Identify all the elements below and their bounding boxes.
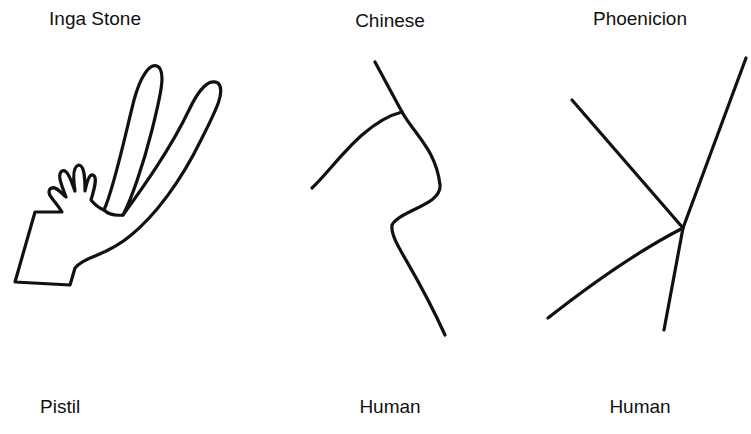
symbol-label: Inga Stone xyxy=(49,8,141,31)
chinese-human-symbol-arm xyxy=(312,112,402,188)
phoenician-human-symbol xyxy=(548,228,683,318)
inga-stone-inner-loop xyxy=(104,210,123,215)
chinese-human-symbol xyxy=(375,62,445,335)
symbol-label: Human xyxy=(609,396,670,419)
inga-stone-pistil-figure xyxy=(15,66,221,285)
phoenician-human-symbol xyxy=(572,100,683,228)
symbol-label: Pistil xyxy=(40,396,80,419)
symbol-label: Chinese xyxy=(355,10,425,33)
symbol-label: Human xyxy=(359,396,420,419)
symbol-label: Phoenicion xyxy=(593,8,687,31)
phoenician-human-symbol xyxy=(664,58,746,330)
